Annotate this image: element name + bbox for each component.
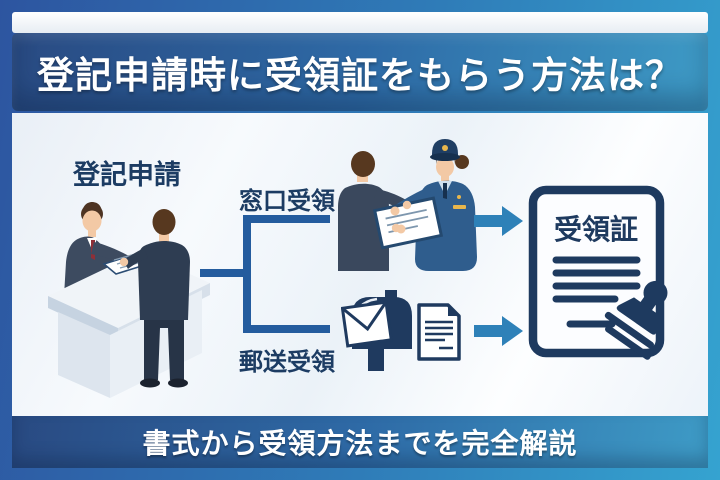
branch-label-window: 窓口受領 [239, 188, 335, 215]
page-title: 登記申請時に受領証をもらう方法は？ [37, 55, 683, 96]
arrow-right-icon [474, 206, 523, 236]
stamp-icon [604, 280, 668, 360]
receipt-document-icon: 受領証 [528, 185, 668, 360]
branch-label-mail: 郵送受領 [239, 349, 335, 376]
top-white-strip [12, 12, 708, 33]
branch-connector-lines [200, 215, 330, 333]
officer-handover-illustration [338, 139, 477, 271]
footer-banner: 書式から受領方法までを完全解説 [12, 416, 708, 468]
arrow-right-icon [474, 316, 523, 346]
receipt-title: 受領証 [554, 213, 638, 245]
customer-figure [119, 209, 190, 388]
title-banner: 登記申請時に受領証をもらう方法は？ [12, 33, 708, 111]
document-icon [417, 303, 461, 361]
footer-text: 書式から受領方法までを完全解説 [142, 428, 578, 459]
source-label: 登記申請 [73, 160, 181, 190]
counter-handover-illustration [48, 202, 210, 398]
mailbox-icon [341, 290, 412, 371]
